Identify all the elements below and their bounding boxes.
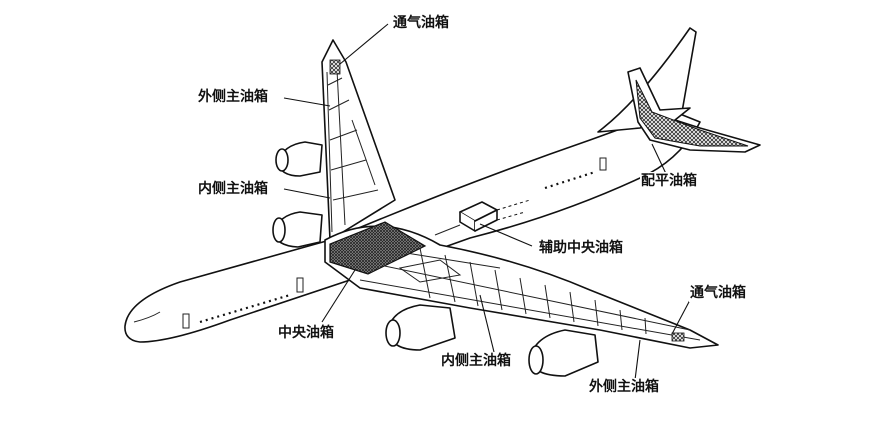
trim-tank-shape xyxy=(635,79,749,147)
left-wing-engine-inner xyxy=(272,211,323,248)
label-inner-main-tank-bottom: 内侧主油箱 xyxy=(440,352,512,370)
label-outer-main-tank-left: 外侧主油箱 xyxy=(197,88,269,106)
right-wing-engine-inner xyxy=(385,304,456,351)
aux-center-tank-shape xyxy=(434,199,531,236)
label-outer-main-tank-bottom: 外侧主油箱 xyxy=(588,378,660,396)
label-aux-center-tank: 辅助中央油箱 xyxy=(538,239,624,257)
right-wing-engine-outer xyxy=(528,329,599,377)
fuselage xyxy=(124,109,701,343)
horizontal-stabilizer xyxy=(627,67,761,153)
left-wing xyxy=(321,39,396,241)
label-inner-main-tank-left: 内侧主油箱 xyxy=(197,180,269,198)
label-center-tank: 中央油箱 xyxy=(277,324,335,342)
center-tank-shape xyxy=(329,221,427,275)
vertical-tail xyxy=(597,27,697,133)
label-trim-tank: 配平油箱 xyxy=(640,172,698,190)
left-vent-tank-shape xyxy=(329,59,341,75)
label-vent-tank-right: 通气油箱 xyxy=(689,284,747,302)
right-wing xyxy=(324,225,719,349)
leader-lines xyxy=(283,23,691,381)
left-wing-engine-outer xyxy=(275,141,323,177)
label-vent-tank-top: 通气油箱 xyxy=(392,14,450,32)
